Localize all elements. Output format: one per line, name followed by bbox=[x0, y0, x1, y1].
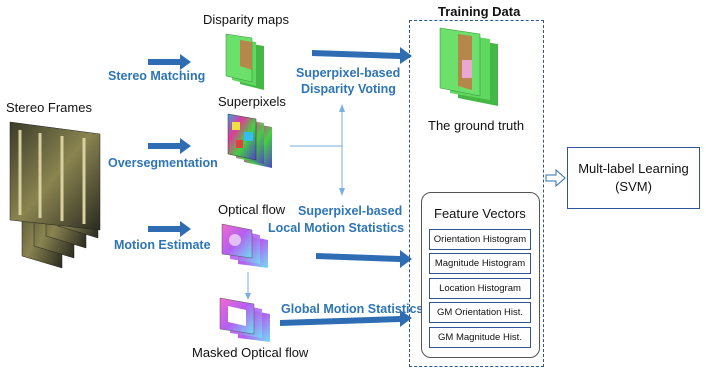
label-motion-estimate: Motion Estimate bbox=[114, 238, 211, 252]
label-disparity-voting-1: Superpixel-based bbox=[296, 66, 401, 80]
disparity-maps-image bbox=[225, 33, 264, 90]
label-optical-flow: Optical flow bbox=[218, 202, 286, 217]
label-stereo-matching: Stereo Matching bbox=[108, 69, 206, 83]
masked-optical-flow-image bbox=[219, 297, 270, 342]
label-ground-truth: The ground truth bbox=[428, 118, 525, 133]
label-global-motion: Global Motion Statistics bbox=[281, 302, 424, 316]
superpixels-image bbox=[227, 113, 272, 168]
label-oversegmentation: Oversegmentation bbox=[108, 156, 218, 170]
arrow-oversegmentation bbox=[148, 138, 191, 154]
label-disparity-maps: Disparity maps bbox=[203, 12, 289, 27]
label-superpixels: Superpixels bbox=[218, 94, 286, 109]
optical-flow-image bbox=[221, 223, 268, 268]
multilabel-learning-box: Mult-label Learning (SVM) bbox=[567, 147, 700, 209]
feature-item-magnitude: Magnitude Histogram bbox=[429, 253, 531, 274]
feature-item-location: Location Histogram bbox=[429, 278, 531, 299]
label-disparity-voting-2: Disparity Voting bbox=[301, 82, 396, 96]
output-line-2: (SVM) bbox=[615, 179, 652, 194]
label-stereo-frames: Stereo Frames bbox=[6, 100, 92, 115]
stereo-frames-image bbox=[9, 121, 101, 269]
ground-truth-image bbox=[439, 27, 498, 106]
output-line-1: Mult-label Learning bbox=[578, 161, 689, 176]
arrow-to-svm bbox=[545, 168, 566, 188]
arrow-disparity-voting bbox=[312, 47, 412, 64]
arrow-motion-estimate bbox=[148, 221, 191, 237]
label-local-motion-2: Local Motion Statistics bbox=[268, 221, 405, 235]
feature-item-gm-magnitude: GM Magnitude Hist. bbox=[429, 327, 531, 348]
arrow-stereo-matching bbox=[148, 54, 191, 70]
arrow-local-motion bbox=[316, 250, 412, 268]
arrow-global-motion bbox=[280, 310, 412, 327]
training-data-box bbox=[409, 20, 544, 367]
feature-vectors-title: Feature Vectors bbox=[434, 206, 526, 221]
label-masked-optical-flow: Masked Optical flow bbox=[192, 345, 309, 360]
label-local-motion-1: Superpixel-based bbox=[298, 204, 403, 218]
feature-item-orientation: Orientation Histogram bbox=[429, 229, 531, 250]
training-data-title: Training Data bbox=[438, 4, 521, 19]
feature-item-gm-orientation: GM Orientation Hist. bbox=[429, 302, 531, 323]
